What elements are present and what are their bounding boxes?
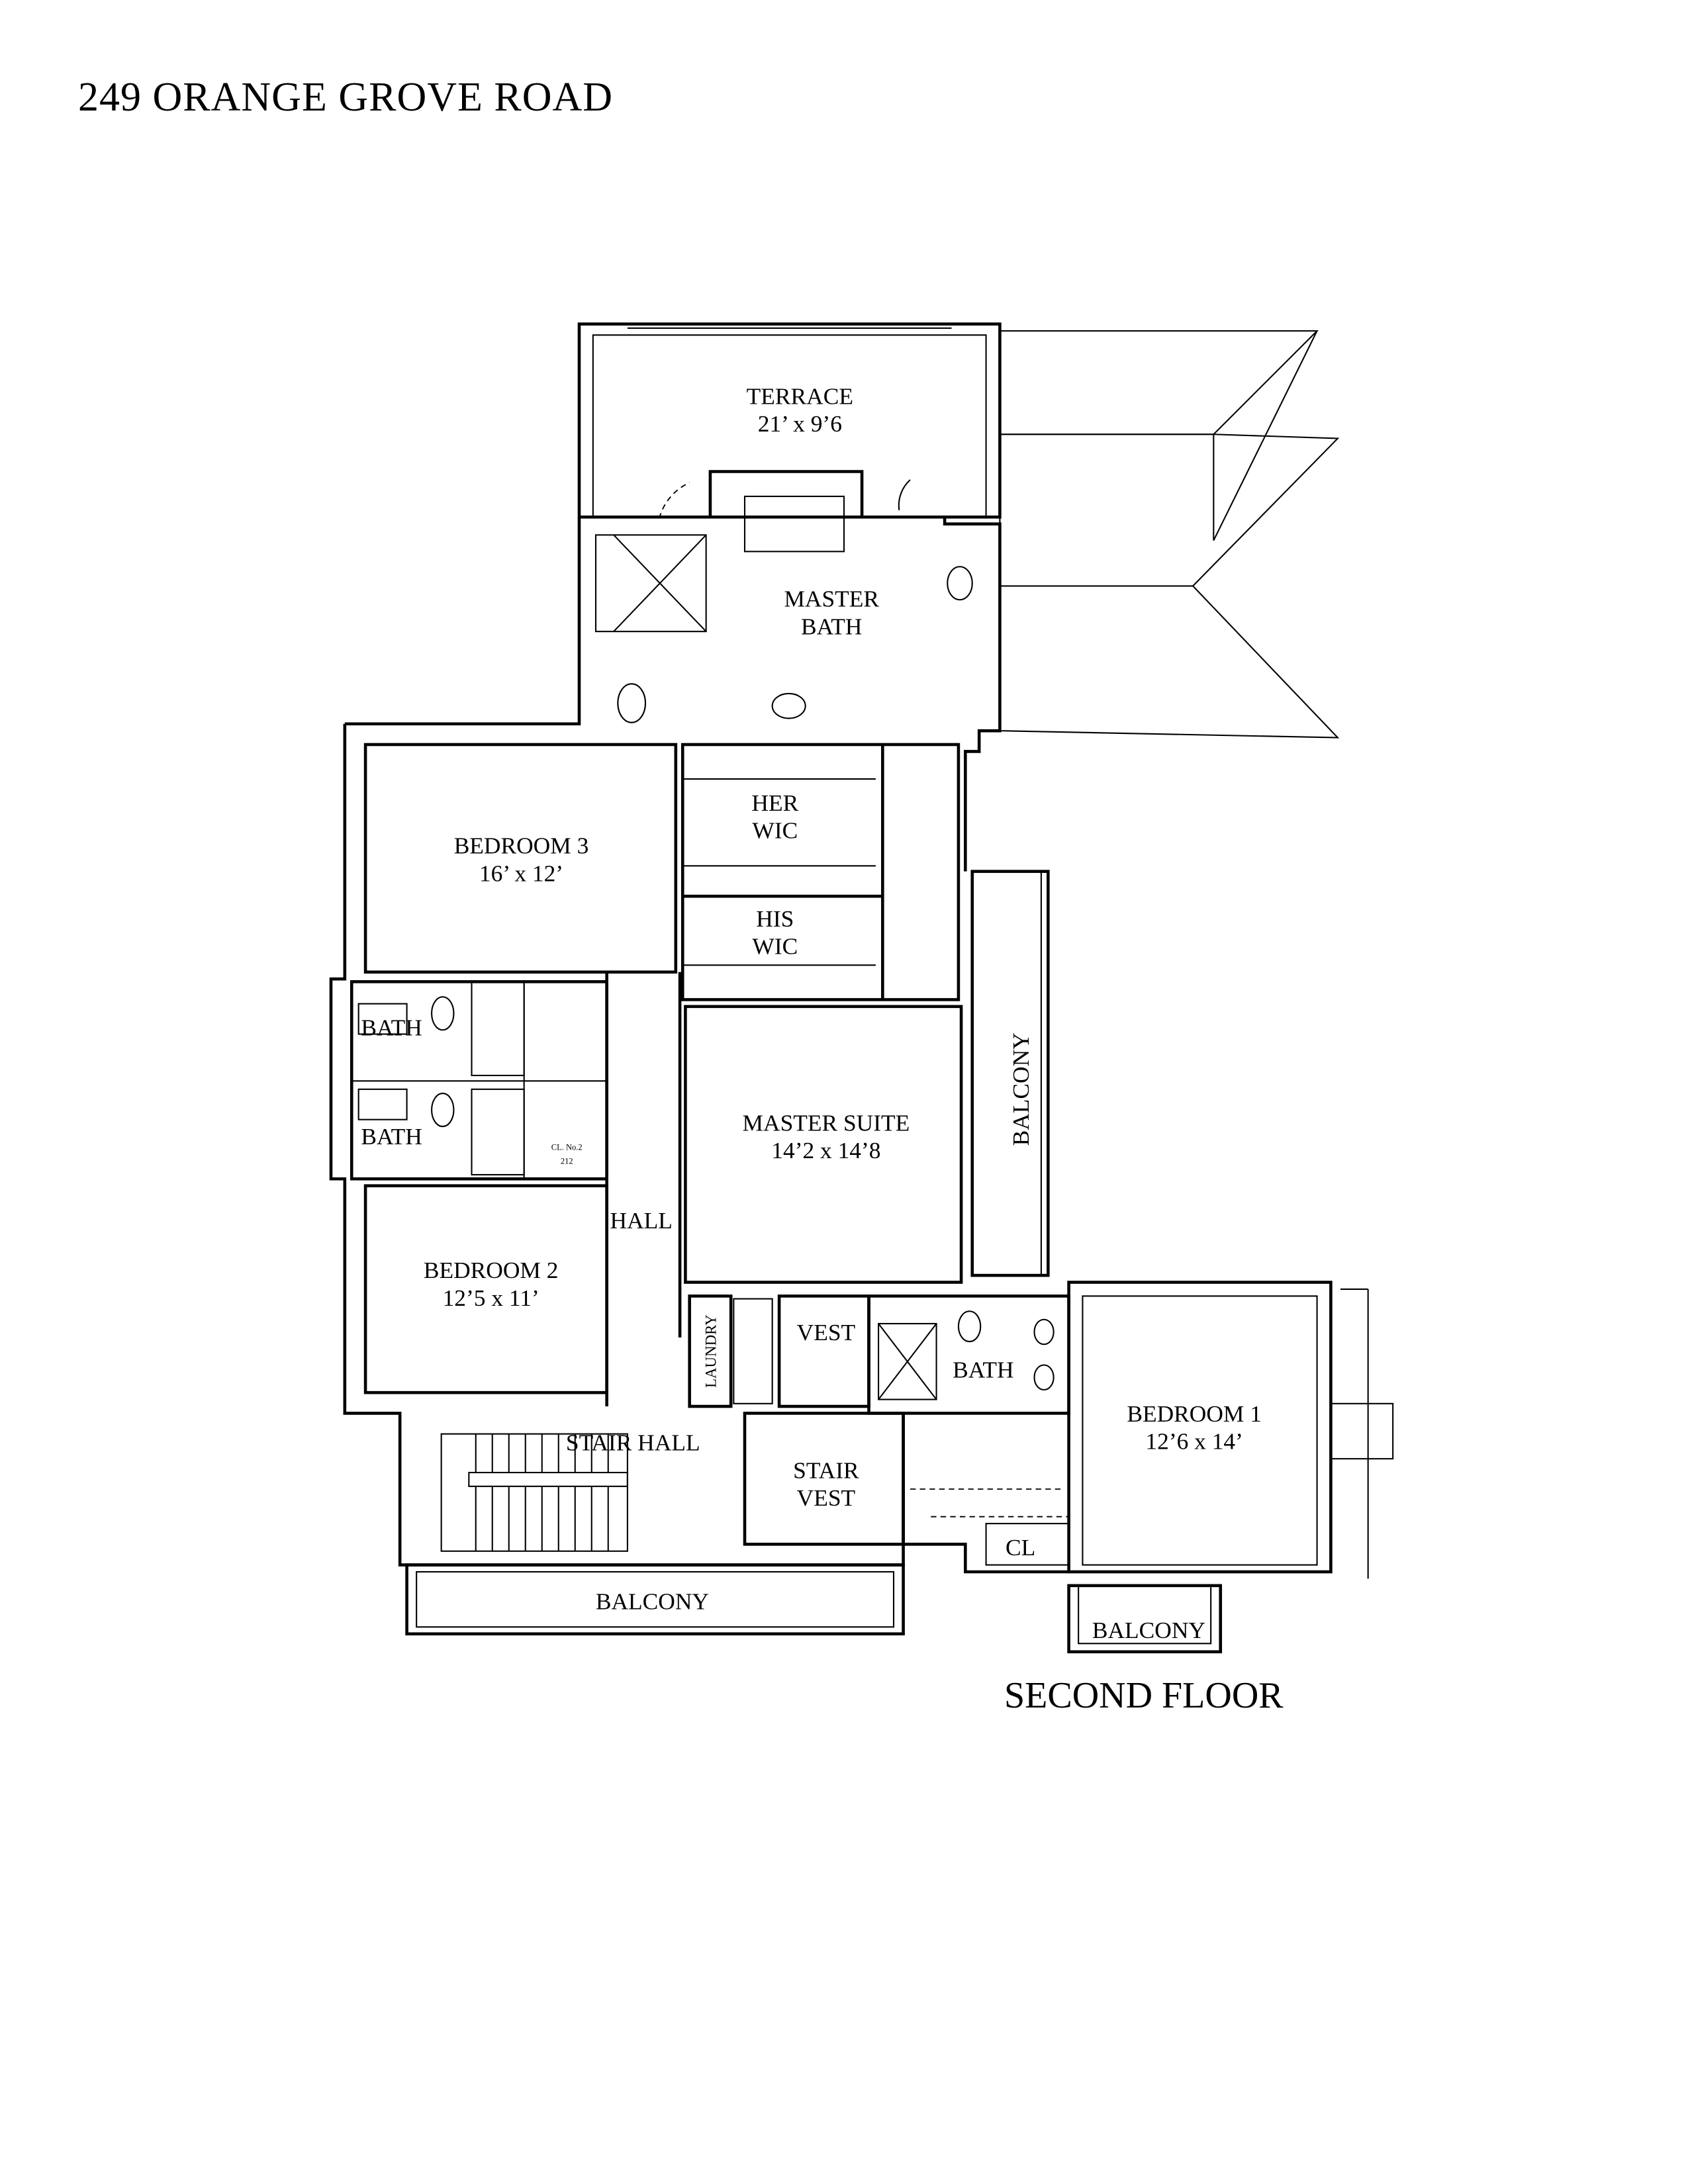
room-label-vest: VEST [797, 1319, 856, 1345]
room-size-bedroom1: 12’6 x 14’ [1145, 1428, 1243, 1455]
room-label-balcony-small: BALCONY [1092, 1617, 1205, 1643]
staircase [440, 1433, 628, 1552]
room-label-his-wic: HIS [756, 905, 794, 932]
room-label-balcony-right: BALCONY [1008, 1032, 1034, 1146]
room-label-bedroom3: BEDROOM 3 [454, 833, 589, 859]
terrace [577, 322, 1002, 519]
room-label-bath-lower: BATH [361, 1123, 422, 1150]
room-label-stair-vest-2: VEST [797, 1484, 856, 1511]
room-label-his-wic-2: WIC [752, 933, 798, 960]
room-label-master-bath-2: BATH [801, 613, 862, 639]
room-label-her-wic: HER [751, 790, 798, 816]
plan-title: 249 ORANGE GROVE ROAD [78, 75, 614, 120]
roof-outline [999, 330, 1340, 739]
closet-label-cl-no2: CL. No.2 [551, 1143, 583, 1152]
room-label-stair-vest: STAIR [793, 1457, 859, 1483]
room-label-stair-hall: STAIR HALL [566, 1430, 700, 1456]
room-label-master-suite: MASTER SUITE [743, 1109, 910, 1136]
balcony-bottom [405, 1563, 905, 1636]
room-label-bedroom2: BEDROOM 2 [424, 1257, 559, 1283]
closet-number: 212 [561, 1156, 573, 1165]
room-label-bedroom1: BEDROOM 1 [1127, 1400, 1262, 1427]
room-label-hall: HALL [610, 1207, 673, 1234]
room-label-master-bath: MASTER [784, 586, 879, 612]
floor-label: SECOND FLOOR [1004, 1675, 1284, 1716]
balcony-small [1067, 1584, 1223, 1654]
room-size-master-suite: 14’2 x 14’8 [771, 1137, 880, 1163]
room-label-her-wic-2: WIC [752, 817, 798, 844]
room-size-bedroom2: 12’5 x 11’ [443, 1285, 539, 1311]
room-label-balcony-bottom: BALCONY [596, 1588, 709, 1614]
room-label-laundry: LAUNDRY [702, 1314, 719, 1388]
room-label-bath-bedroom1: BATH [953, 1356, 1013, 1383]
room-label-bath-upper: BATH [361, 1015, 422, 1041]
room-size-bedroom3: 16’ x 12’ [479, 860, 563, 886]
room-label-terrace: TERRACE [747, 383, 853, 409]
room-label-closet: CL [1006, 1534, 1035, 1561]
stair-treads [475, 1433, 609, 1551]
master-bath [344, 470, 1002, 872]
room-size-terrace: 21’ x 9’6 [758, 410, 842, 437]
